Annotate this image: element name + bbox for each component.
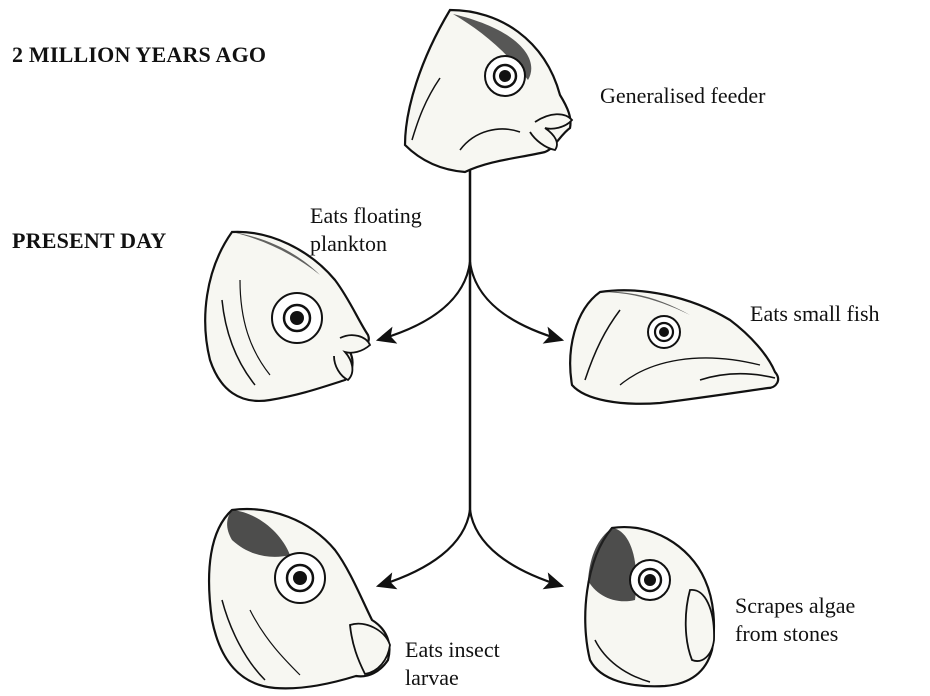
fish-head-plankton-eater	[205, 232, 370, 401]
fish-head-algae-scraper	[585, 527, 714, 686]
fish-head-insect-larvae-eater	[209, 509, 390, 688]
branch-arrow-insect-larvae	[378, 510, 470, 586]
branch-arrow-plankton	[378, 262, 470, 340]
branch-arrow-small-fish	[470, 262, 562, 340]
branch-arrow-algae	[470, 510, 562, 586]
fish-head-generalised-feeder	[405, 10, 572, 172]
fish-head-small-fish-eater	[570, 290, 778, 403]
